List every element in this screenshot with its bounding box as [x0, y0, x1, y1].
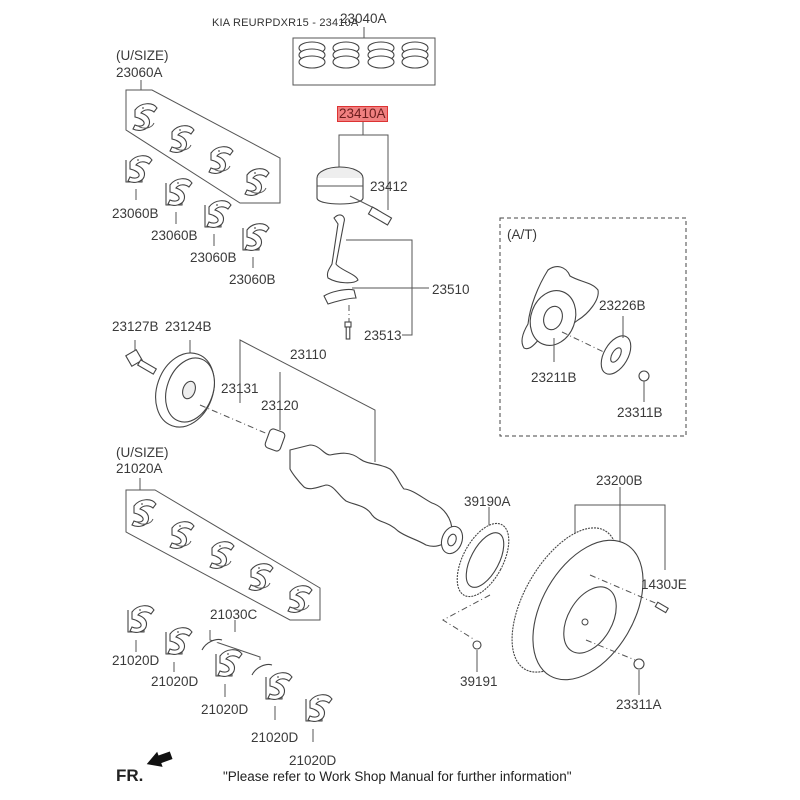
piston-assembly: [316, 120, 393, 226]
part-label-23510[interactable]: 23510: [432, 282, 470, 297]
part-label-21020D-5[interactable]: 21020D: [289, 753, 337, 768]
part-label-23226B[interactable]: 23226B: [599, 298, 646, 313]
part-label-21030C[interactable]: 21030C: [210, 607, 258, 622]
part-label-23060B-2[interactable]: 23060B: [151, 228, 198, 243]
part-label-23412[interactable]: 23412: [370, 179, 408, 194]
part-label-23211B[interactable]: 23211B: [531, 370, 577, 385]
part-label-23131[interactable]: 23131: [221, 381, 259, 396]
lower-bearing-set: [125, 478, 321, 621]
part-label-23311A[interactable]: 23311A: [616, 697, 662, 712]
part-label-21020D-2[interactable]: 21020D: [151, 674, 199, 689]
usize-label-bottom: (U/SIZE): [116, 445, 169, 460]
part-label-39190A[interactable]: 39190A: [464, 494, 511, 509]
part-label-23311B[interactable]: 23311B: [617, 405, 663, 420]
part-label-23060B-1[interactable]: 23060B: [112, 206, 159, 221]
front-direction-label: FR.: [116, 766, 144, 785]
part-label-21020A[interactable]: 21020A: [116, 461, 163, 476]
front-direction-arrow: [146, 751, 173, 767]
part-label-23200B[interactable]: 23200B: [596, 473, 643, 488]
crank-pulley: [125, 340, 271, 436]
part-label-23127B[interactable]: 23127B: [112, 319, 159, 334]
part-label-23040A[interactable]: 23040A: [340, 11, 387, 26]
piston-ring-set: [292, 27, 436, 86]
diagram-title: KIA REURPDXR15 - 23410A: [212, 17, 359, 29]
part-label-23060A[interactable]: 23060A: [116, 65, 163, 80]
usize-label-top: (U/SIZE): [116, 48, 169, 63]
part-label-23124B[interactable]: 23124B: [165, 319, 212, 334]
part-label-21020D-3[interactable]: 21020D: [201, 702, 249, 717]
at-drive-plate-group: [499, 217, 687, 437]
connecting-rod: [323, 214, 429, 340]
at-group-label: (A/T): [507, 227, 537, 242]
part-label-1430JE[interactable]: 1430JE: [641, 577, 687, 592]
part-label-23110[interactable]: 23110: [290, 347, 327, 362]
part-label-21020D-4[interactable]: 21020D: [251, 730, 299, 745]
part-label-21020D-1[interactable]: 21020D: [112, 653, 160, 668]
part-label-23060B-4[interactable]: 23060B: [229, 272, 276, 287]
crankshaft: [239, 339, 464, 555]
part-label-23060B-3[interactable]: 23060B: [190, 250, 237, 265]
footer-note: "Please refer to Work Shop Manual for fu…: [223, 769, 572, 784]
part-label-23120[interactable]: 23120: [261, 398, 299, 413]
lower-bearing-shells: [127, 605, 333, 742]
upper-bearing-set: [125, 80, 281, 268]
flywheel: [511, 487, 669, 695]
reluctor-ring: [442, 507, 510, 672]
part-label-39191[interactable]: 39191: [460, 674, 498, 689]
part-label-23513[interactable]: 23513: [364, 328, 402, 343]
part-label-23410A-highlighted[interactable]: 23410A: [337, 106, 388, 122]
